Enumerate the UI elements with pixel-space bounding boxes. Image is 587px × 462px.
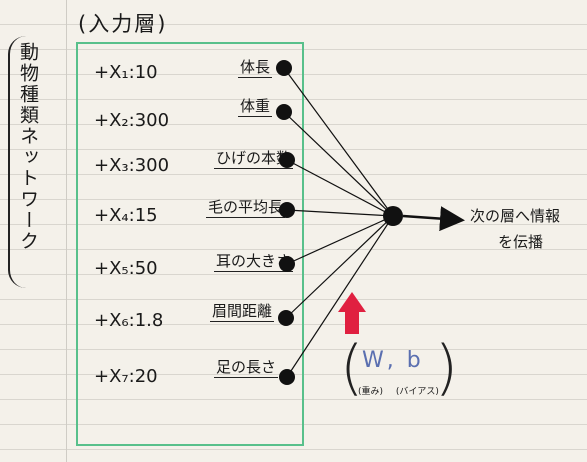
diagram-title: 動物種類ネットワーク [8, 36, 48, 288]
input-node [279, 369, 295, 385]
input-variable: +X₃:300 [94, 155, 170, 176]
feature-label: 眉間距離 [210, 302, 275, 322]
input-node [279, 256, 295, 272]
params-sub: (重み) (バイアス) [358, 384, 449, 397]
feature-label: ひげの本数 [214, 149, 294, 169]
bias-label: (バイアス) [395, 387, 439, 397]
paren-left: ( [340, 333, 364, 403]
feature-label: 足の長さ [214, 358, 279, 378]
input-nodes [276, 60, 295, 385]
output-text-line: を伝播 [498, 233, 544, 251]
input-layer-box [76, 42, 304, 446]
title-brace [8, 36, 48, 288]
input-variable: +X₂:300 [94, 110, 170, 131]
input-node [276, 60, 292, 76]
input-node [276, 104, 292, 120]
output-text-line: 次の層へ情報 [470, 207, 561, 225]
output-node [383, 206, 403, 226]
connection-lines [283, 67, 394, 378]
input-node [278, 310, 294, 326]
input-variable: +X₄:15 [94, 205, 158, 226]
feature-label: 耳の大きさ [214, 252, 294, 272]
paren-right: ) [434, 333, 458, 403]
feature-label: 毛の平均長 [206, 198, 286, 218]
input-variable: +X₁:10 [94, 62, 158, 83]
margin-line [66, 0, 67, 462]
params-label: W, b [362, 348, 424, 373]
input-layer-label: (入力層) [78, 12, 168, 36]
input-node [279, 152, 295, 168]
title-text: 動物種類ネットワーク [17, 42, 39, 252]
output-arrow [402, 206, 465, 232]
input-variable: +X₆:1.8 [94, 310, 164, 331]
input-variable: +X₇:20 [94, 366, 158, 387]
input-variable: +X₅:50 [94, 258, 158, 279]
input-node [279, 202, 295, 218]
output-description: 次の層へ情報 を伝播 [470, 203, 560, 255]
weight-label: (重み) [358, 387, 384, 397]
highlight-arrow-icon [338, 292, 366, 334]
parameters-annotation: ( W, b (重み) (バイアス) ) [340, 338, 458, 420]
feature-label: 体長 [238, 58, 273, 78]
feature-label: 体重 [238, 97, 273, 117]
